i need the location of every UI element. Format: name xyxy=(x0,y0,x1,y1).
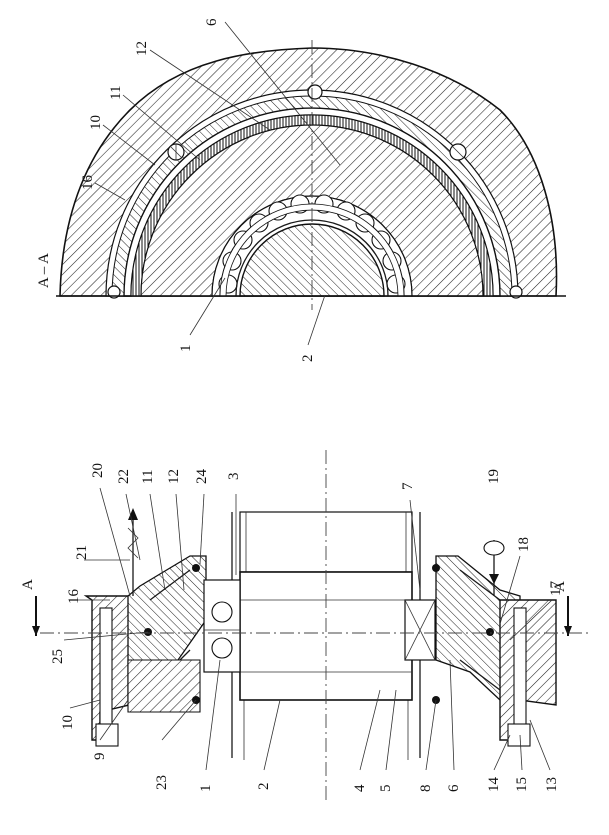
main-leaders xyxy=(63,487,553,771)
callout-21: 21 xyxy=(74,545,90,560)
callout-14: 14 xyxy=(486,777,502,793)
section-title: A – A xyxy=(36,253,52,288)
section-leaders xyxy=(94,21,341,346)
callout-11: 11 xyxy=(108,86,124,100)
callout-6: 6 xyxy=(446,784,462,792)
callout-16: 16 xyxy=(80,175,96,191)
callout-3: 3 xyxy=(226,473,242,481)
pipe-19 xyxy=(483,540,505,596)
callout-9: 9 xyxy=(92,753,108,761)
callout-16: 16 xyxy=(66,589,82,605)
callout-25: 25 xyxy=(50,649,66,664)
callout-10: 10 xyxy=(88,115,104,130)
callout-1: 1 xyxy=(198,785,214,793)
callout-7: 7 xyxy=(400,482,416,490)
bearing-1 xyxy=(203,579,241,673)
callout-13: 13 xyxy=(544,777,560,792)
callout-2: 2 xyxy=(300,355,316,363)
section-view-a-a: A – A 6 12 11 10 16 1 2 xyxy=(36,18,566,362)
callout-4: 4 xyxy=(352,784,368,792)
callout-1: 1 xyxy=(178,345,194,353)
callout-12: 12 xyxy=(134,41,150,56)
callout-17: 17 xyxy=(548,581,564,597)
callout-23: 23 xyxy=(154,775,170,790)
callout-10: 10 xyxy=(60,715,76,730)
callout-2: 2 xyxy=(256,783,272,791)
callout-11: 11 xyxy=(140,470,156,484)
callout-19: 19 xyxy=(486,469,502,484)
callout-24: 24 xyxy=(194,469,210,485)
bolts xyxy=(107,84,523,299)
callout-12: 12 xyxy=(166,469,182,484)
section-mark-left: A xyxy=(20,579,36,590)
callout-18: 18 xyxy=(516,537,532,552)
callout-22: 22 xyxy=(116,469,132,484)
callout-20: 20 xyxy=(90,463,106,478)
section-cut-marks xyxy=(32,596,572,636)
callout-8: 8 xyxy=(418,785,434,793)
callout-6: 6 xyxy=(204,18,220,26)
callout-5: 5 xyxy=(378,785,394,793)
housing-right xyxy=(499,599,557,741)
bolt-left xyxy=(99,607,113,729)
callout-15: 15 xyxy=(514,777,530,792)
pipe-22 xyxy=(127,508,139,596)
main-sectional-view: 20 22 11 12 24 3 7 19 18 17 A A 21 16 25… xyxy=(20,450,590,800)
section-mark-right: A xyxy=(552,581,568,592)
